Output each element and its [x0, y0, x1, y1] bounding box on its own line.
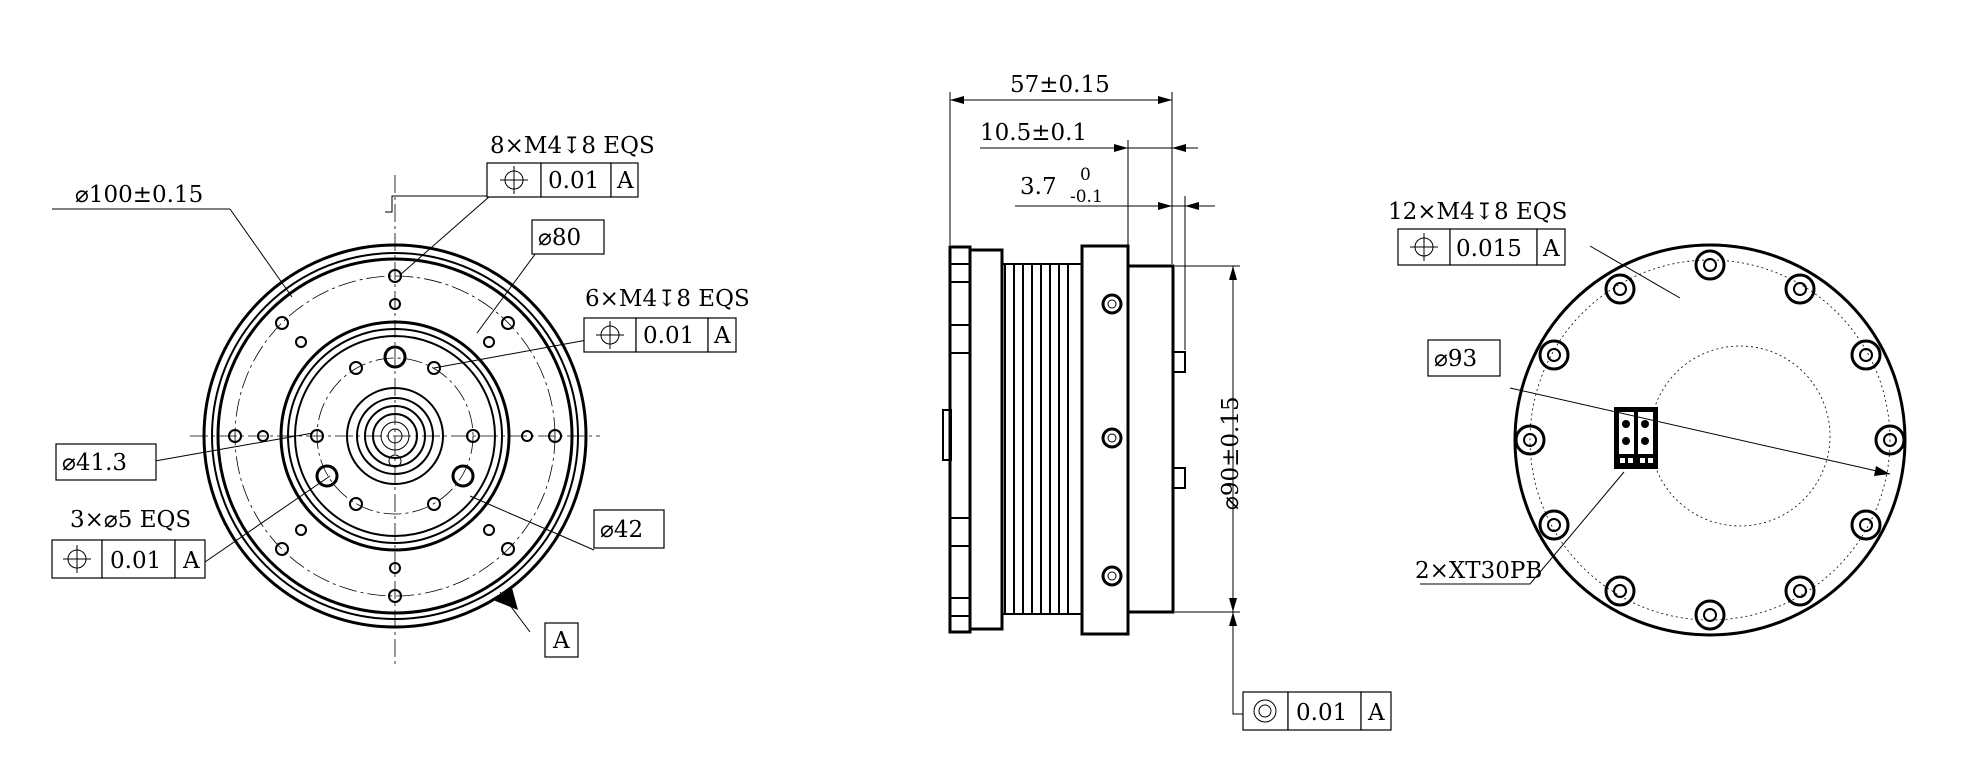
side-annotations: 57±0.15 10.5±0.1 3.7 0 -0.1 ⌀90±0.15 0.0… [980, 72, 1392, 731]
concentricity-icon [1253, 699, 1277, 723]
front-annotations: ⌀100±0.15 8×M4↧8 EQS 0.01 A ⌀80 6×M4↧8 E… [51, 133, 750, 658]
inner-holes-datum: A [713, 323, 731, 349]
connector-label: 2×XT30PB [1415, 558, 1542, 584]
dia-93-box: ⌀93 [1427, 339, 1501, 377]
concentricity-fcf: 0.01 A [1242, 691, 1392, 731]
rear-holes-datum: A [1542, 236, 1560, 262]
dia-93-label: ⌀93 [1434, 346, 1477, 372]
inner-holes-tolerance: 0.01 [643, 323, 694, 349]
dia-100-label: ⌀100±0.15 [75, 182, 203, 208]
concentricity-datum: A [1367, 700, 1385, 726]
pin-holes-fcf: 0.01 A [51, 539, 206, 579]
xt30-connector [1614, 407, 1658, 469]
length-small-lower-tol: -0.1 [1070, 187, 1103, 207]
cooling-fins [1004, 264, 1069, 614]
pin-holes-datum: A [182, 548, 200, 574]
outer-holes-tolerance: 0.01 [548, 168, 599, 194]
outer-holes-label: 8×M4↧8 EQS [490, 133, 655, 159]
datum-a-label: A [552, 628, 570, 654]
datum-a-box: A [544, 622, 579, 658]
dia-90-label: ⌀90±0.15 [1218, 396, 1244, 510]
length-mid-label: 10.5±0.1 [980, 120, 1087, 146]
rear-holes-fcf: 0.015 A [1397, 228, 1566, 266]
pin-holes-label: 3×⌀5 EQS [70, 507, 191, 533]
inner-holes-label: 6×M4↧8 EQS [585, 286, 750, 312]
length-total-label: 57±0.15 [1010, 72, 1110, 98]
rear-annotations: 12×M4↧8 EQS 0.015 A ⌀93 2×XT30PB [1388, 199, 1567, 584]
dia-80-box: ⌀80 [531, 219, 605, 255]
pin-holes-tolerance: 0.01 [110, 548, 161, 574]
dia-41-label: ⌀41.3 [62, 450, 127, 476]
rear-holes-tolerance: 0.015 [1456, 236, 1522, 262]
dia-42-box: ⌀42 [593, 509, 665, 549]
concentricity-tolerance: 0.01 [1296, 700, 1347, 726]
length-small-label: 3.7 [1020, 174, 1057, 200]
dia-42-label: ⌀42 [600, 517, 643, 543]
side-view [942, 92, 1243, 715]
outer-holes-fcf: 0.01 A [486, 162, 639, 198]
front-view [52, 175, 600, 665]
rear-holes-label: 12×M4↧8 EQS [1388, 199, 1567, 225]
outer-holes-datum: A [616, 168, 634, 194]
dia-41-box: ⌀41.3 [55, 443, 157, 481]
rear-view [1420, 243, 1907, 637]
length-small-upper-tol: 0 [1080, 165, 1091, 185]
dia-80-label: ⌀80 [538, 225, 581, 251]
inner-holes-fcf: 0.01 A [583, 317, 737, 353]
rear-holes [1514, 249, 1906, 631]
